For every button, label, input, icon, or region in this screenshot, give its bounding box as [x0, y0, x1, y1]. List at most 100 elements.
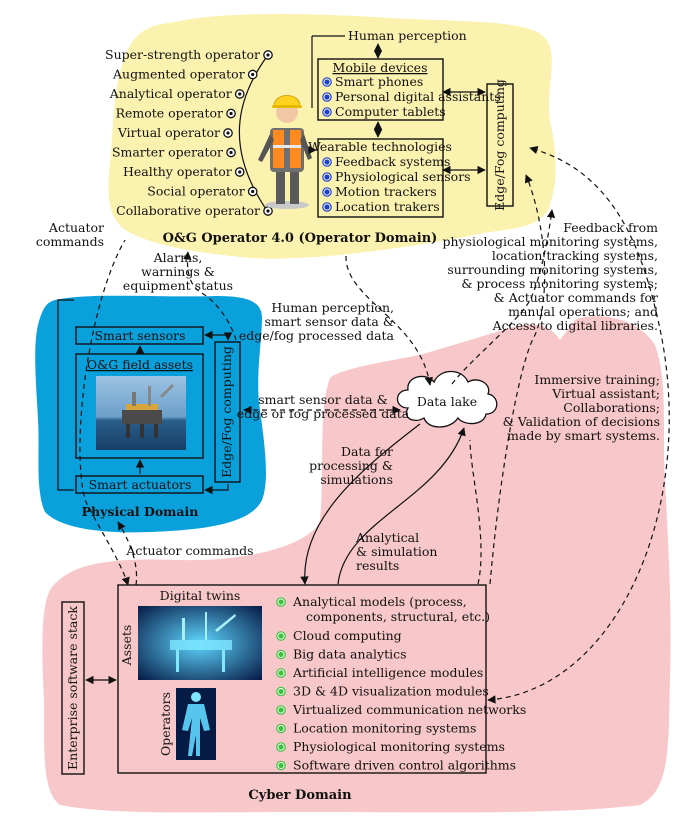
cyber-capability-item: Big data analytics	[293, 647, 407, 662]
cyber-capability-item: 3D & 4D visualization modules	[293, 684, 489, 699]
annotation-line: processing &	[309, 458, 393, 473]
alarms-label: Alarms,warnings &equipment status	[123, 250, 233, 293]
cyber-capability-item: Cloud computing	[293, 628, 402, 643]
arrow-immersive-training	[487, 145, 670, 704]
arrow-edge-actuators	[204, 484, 229, 495]
digital-twin-assets-image	[138, 606, 262, 680]
list-item: Motion trackers	[335, 184, 437, 199]
sensor-data-label: smart sensor data &edge or fog processed…	[237, 392, 410, 421]
annotation-line: results	[356, 558, 399, 573]
annotation-line: Feedback from	[563, 220, 658, 235]
list-item: Smart phones	[335, 74, 423, 89]
worker-icon	[258, 95, 312, 209]
physical-domain-title: Physical Domain	[82, 504, 199, 519]
annotation-line: simulations	[320, 472, 393, 487]
cyber-capability-item: Location monitoring systems	[293, 721, 476, 736]
mobile-devices-title: Mobile devices	[333, 60, 428, 75]
annotation-line: equipment status	[123, 278, 233, 293]
cyber-capability-item: Physiological monitoring systems	[293, 739, 505, 754]
immersive-training-label: Immersive training;Virtual assistant;Col…	[503, 372, 660, 443]
annotation-line: edge or fog processed data	[237, 406, 410, 421]
operator-type-label: Remote operator	[116, 106, 223, 121]
annotation-line: & Validation of decisions	[503, 414, 660, 429]
digital-twins-title: Digital twins	[160, 588, 241, 603]
operator-type-label: Analytical operator	[109, 86, 232, 101]
edge-fog-physical-label: Edge/Fog computing	[219, 346, 234, 478]
annotation-line: & process monitoring systems;	[461, 276, 658, 291]
smart-actuators-box	[75, 475, 204, 494]
arrow-analytical-results	[337, 427, 466, 585]
operator-type-label: Augmented operator	[112, 67, 245, 82]
cyber-domain-title: Cyber Domain	[248, 788, 352, 803]
annotation-line: manual operations; and	[508, 304, 658, 319]
annotation-line: Virtual assistant;	[551, 386, 660, 401]
smart-sensors-box	[75, 326, 204, 345]
digital-twin-platform-box	[117, 584, 487, 774]
annotation-line: made by smart systems.	[507, 428, 660, 443]
list-item: Personal digital assistants	[335, 89, 501, 104]
human-perception-top: Human perception	[348, 28, 467, 43]
enterprise-software-label: Enterprise software stack	[65, 606, 80, 770]
offshore-platform-image	[96, 376, 186, 450]
data-lake-label: Data lake	[417, 394, 477, 409]
annotation-line: location tracking systems,	[492, 248, 658, 263]
assets-label: Assets	[119, 625, 134, 667]
annotation-line: Immersive training;	[534, 372, 660, 387]
operator-type-label: Virtual operator	[117, 125, 220, 140]
arrow-alarms	[183, 251, 237, 341]
arrow-sensors-edge	[204, 330, 233, 341]
field-assets-title: O&G field assets	[87, 357, 193, 372]
arrow-operator-datalake	[345, 255, 433, 386]
annotation-line: Data for	[341, 444, 393, 459]
annotation-line: & Actuator commands for	[494, 290, 658, 305]
annotation-line: Actuator	[48, 220, 104, 235]
annotation-line: edge/fog processed data	[239, 328, 395, 343]
cyber-capability-item: components, structural, etc.)	[306, 609, 490, 624]
annotation-line: surrounding monitoring systems,	[447, 262, 658, 277]
digital-twin-operators-image	[176, 688, 216, 760]
annotation-line: Access to digital libraries.	[492, 318, 658, 333]
wearable-technologies-box	[317, 138, 444, 218]
annotation-line: Alarms,	[153, 250, 203, 265]
operator-type-label: Social operator	[147, 184, 244, 199]
human-perception-data-label: Human perception,smart sensor data &edge…	[239, 300, 395, 343]
list-item: Location trakers	[335, 199, 440, 214]
edge-fog-physical-box	[214, 341, 241, 483]
list-item: Physiological sensors	[335, 169, 471, 184]
annotation-line: & simulation	[356, 544, 437, 559]
list-item: Feedback systems	[335, 154, 450, 169]
smart-actuators-label: Smart actuators	[89, 477, 192, 492]
annotation-line: Collaborations;	[563, 400, 660, 415]
wearable-title: Wearable technologies	[308, 139, 452, 154]
operator-domain-title: O&G Operator 4.0 (Operator Domain)	[163, 231, 438, 246]
annotation-line: commands	[36, 234, 104, 249]
enterprise-software-stack-box	[61, 601, 85, 775]
operator-domain-region	[108, 14, 556, 259]
operator-type-label: Collaborative operator	[116, 203, 260, 218]
arrow-actuator-commands-bottom	[117, 521, 138, 586]
arrow-actuator-commands-top	[79, 239, 130, 586]
operator-type-label: Smarter operator	[112, 145, 223, 160]
cyber-capability-item: Analytical models (process,	[292, 594, 467, 609]
operators-label: Operators	[158, 692, 173, 756]
cyber-capability-item: Artificial intelligence modules	[292, 665, 483, 680]
smart-sensors-label: Smart sensors	[94, 328, 185, 343]
actuator-commands-bottom-label: Actuator commands	[125, 543, 253, 558]
operator-type-label: Super-strength operator	[105, 47, 260, 62]
cyber-capability-item: Virtualized communication networks	[292, 702, 526, 717]
list-item: Computer tablets	[335, 104, 446, 119]
annotation-line: smart sensor data &	[265, 314, 394, 329]
annotation-line: physiological monitoring systems,	[442, 234, 658, 249]
field-assets-box	[75, 353, 204, 459]
annotation-line: Human perception,	[271, 300, 394, 315]
edge-fog-operator-label: Edge/Fog computing	[492, 79, 507, 211]
operator-type-label: Healthy operator	[123, 164, 232, 179]
annotation-line: warnings &	[141, 264, 215, 279]
cyber-capability-item: Software driven control algorithms	[293, 758, 516, 773]
annotation-line: smart sensor data &	[258, 392, 387, 407]
